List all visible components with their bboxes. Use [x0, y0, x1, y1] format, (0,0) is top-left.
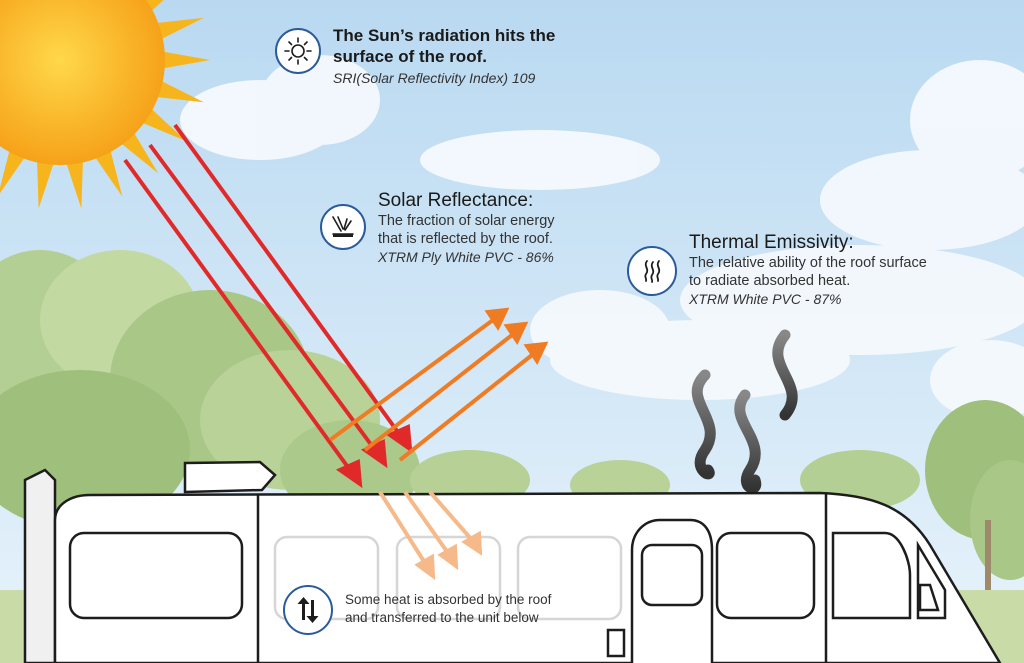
sun-ray	[93, 146, 123, 197]
callout-reflectance: Solar Reflectance: The fraction of solar…	[320, 190, 555, 266]
trees	[0, 250, 1024, 590]
heat-waves-icon	[627, 246, 677, 296]
sun-ray	[0, 146, 27, 194]
sun-icon	[275, 28, 321, 74]
sun-ray	[138, 106, 187, 142]
sun-ray	[153, 79, 204, 103]
radiation-spec: SRI(Solar Reflectivity Index) 109	[333, 70, 536, 86]
emissivity-title: Thermal Emissivity:	[689, 232, 854, 253]
incoming-rays	[123, 123, 413, 489]
reflectance-spec: XTRM Ply White PVC - 86%	[378, 249, 554, 265]
sun	[0, 0, 210, 209]
clouds	[180, 55, 1024, 420]
absorbed-desc-line1: Some heat is absorbed by the roof	[345, 592, 552, 607]
radiation-title-line2: surface of the roof.	[333, 47, 487, 66]
reflectance-desc-line1: The fraction of solar energy	[378, 213, 555, 229]
radiation-title-line1: The Sun’s radiation hits the	[333, 26, 556, 45]
sun-ray	[159, 51, 210, 69]
heat-waves	[691, 329, 798, 494]
sun-ray	[36, 157, 55, 209]
sun-ray	[65, 157, 84, 209]
emissivity-desc-line2: to radiate absorbed heat.	[689, 273, 851, 289]
emissivity-text: Thermal Emissivity: The relative ability…	[689, 232, 927, 308]
sun-ray	[118, 129, 159, 174]
reflectance-title: Solar Reflectance:	[378, 190, 534, 211]
radiation-text: The Sun’s radiation hits the surface of …	[333, 25, 555, 87]
absorbed-rays	[378, 490, 483, 581]
callout-radiation: The Sun’s radiation hits the surface of …	[275, 25, 555, 87]
absorbed-desc-line2: and transferred to the unit below	[345, 610, 539, 625]
reflectance-text: Solar Reflectance: The fraction of solar…	[378, 190, 555, 266]
absorbed-text: Some heat is absorbed by the roof and tr…	[345, 591, 551, 627]
sun-ray	[153, 17, 204, 41]
emissivity-desc-line1: The relative ability of the roof surface	[689, 255, 927, 271]
reflection-icon	[320, 204, 366, 250]
callout-emissivity: Thermal Emissivity: The relative ability…	[627, 232, 927, 308]
reflected-rays	[328, 307, 549, 462]
callout-absorbed: Some heat is absorbed by the roof and tr…	[283, 585, 551, 635]
reflectance-desc-line2: that is reflected by the roof.	[378, 231, 553, 247]
emissivity-spec: XTRM White PVC - 87%	[689, 291, 842, 307]
up-down-arrows-icon	[283, 585, 333, 635]
